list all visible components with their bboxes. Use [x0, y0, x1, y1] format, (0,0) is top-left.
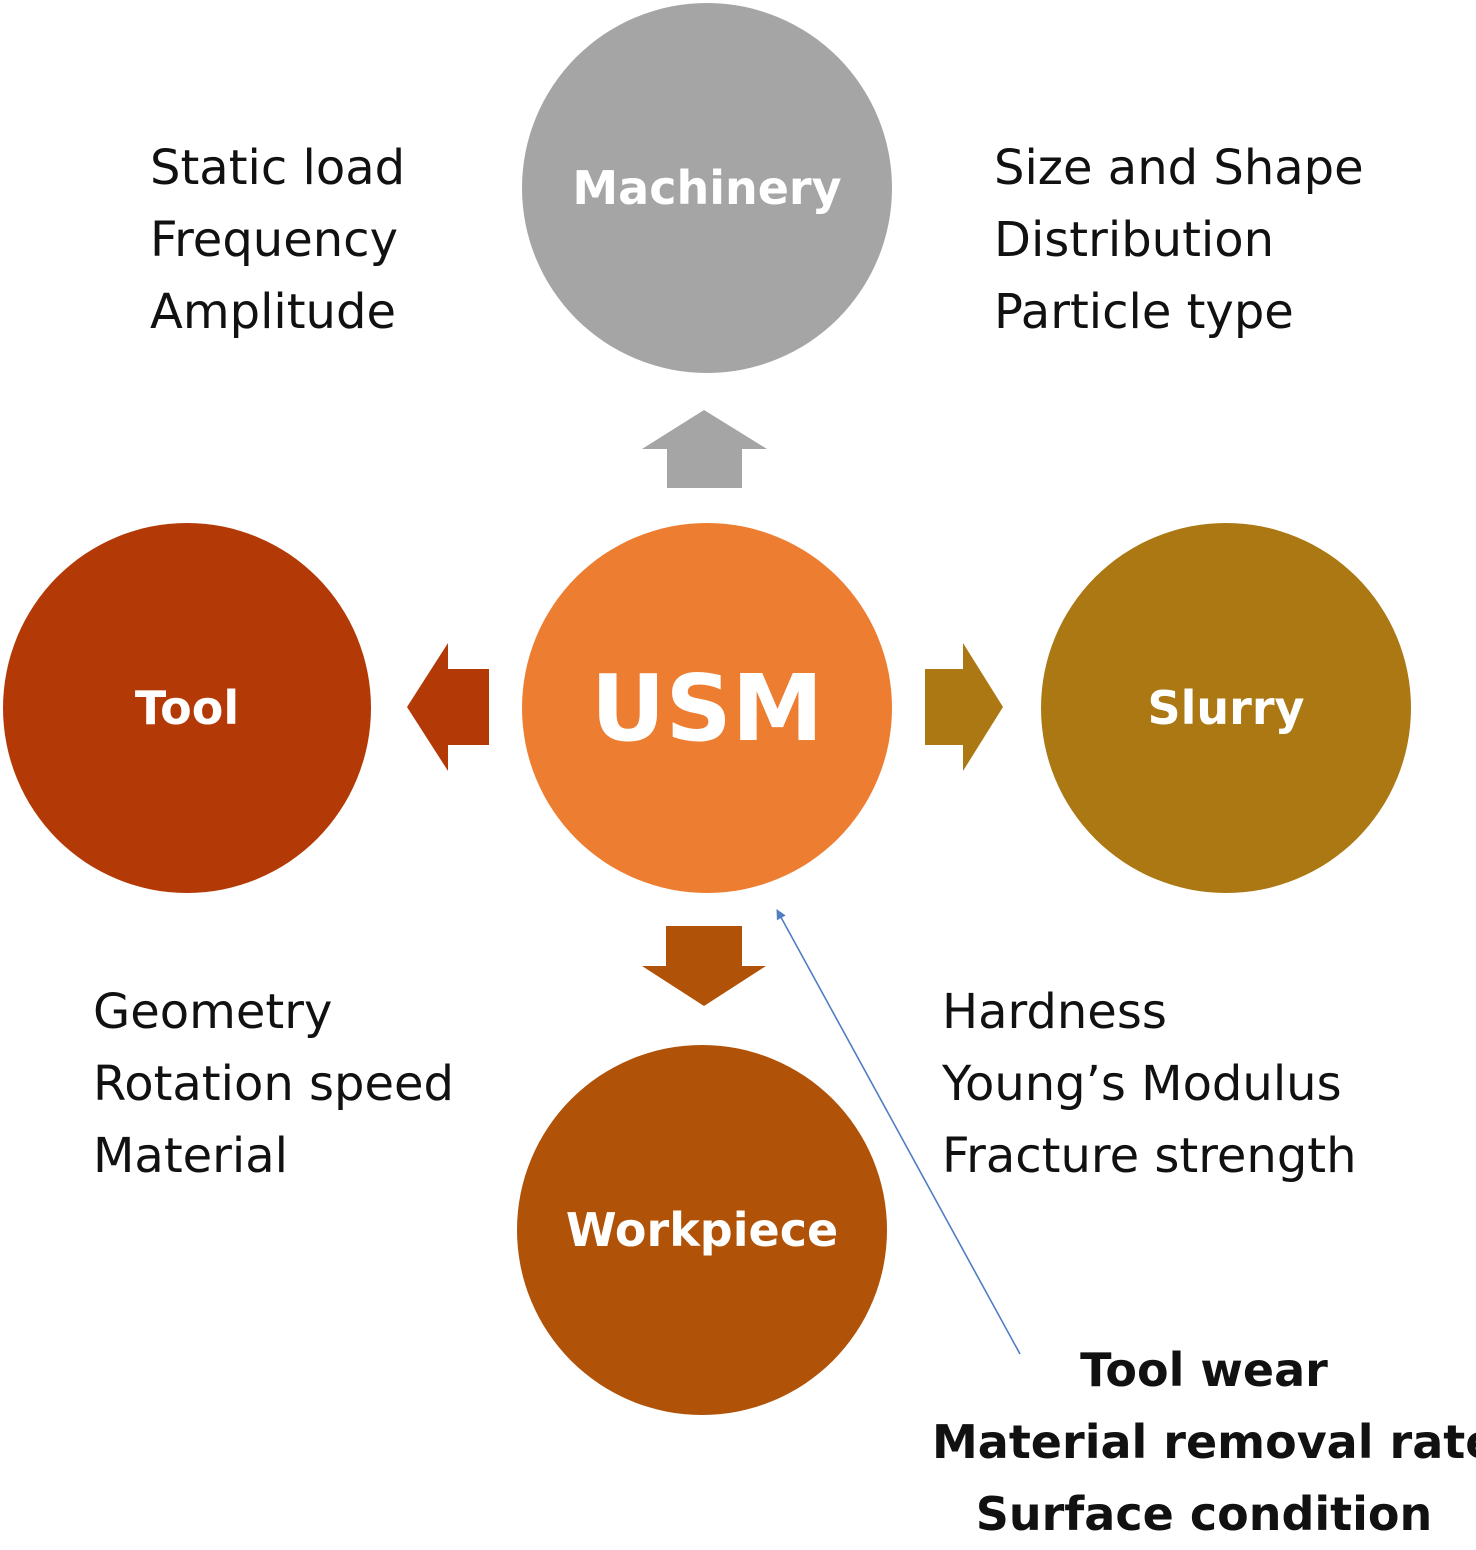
arrow-down-to-workpiece [642, 926, 766, 1006]
machinery-label: Machinery [572, 161, 842, 215]
slurry-node: Slurry [1041, 523, 1411, 893]
arrow-left-to-tool [407, 643, 489, 771]
workpiece-factors: Hardness Young’s Modulus Fracture streng… [942, 976, 1357, 1192]
tool-factor: Geometry [93, 984, 333, 1040]
slurry-label: Slurry [1147, 681, 1305, 735]
slurry-factor: Size and Shape [994, 140, 1364, 196]
machinery-factors: Static load Frequency Amplitude [150, 132, 405, 348]
workpiece-factor: Hardness [942, 984, 1167, 1040]
workpiece-node: Workpiece [517, 1045, 887, 1415]
tool-factors: Geometry Rotation speed Material [93, 976, 454, 1192]
machinery-factor: Amplitude [150, 284, 396, 340]
slurry-factor: Distribution [994, 212, 1275, 268]
machinery-node: Machinery [522, 3, 892, 373]
output-item: Surface condition [975, 1487, 1433, 1541]
output-item: Material removal rate [932, 1415, 1476, 1469]
workpiece-label: Workpiece [565, 1203, 839, 1257]
output-list: Tool wear Material removal rate Surface … [932, 1334, 1476, 1550]
machinery-factor: Frequency [150, 212, 398, 268]
tool-label: Tool [134, 681, 240, 735]
arrow-right-to-slurry [925, 643, 1003, 771]
workpiece-factor: Young’s Modulus [942, 1056, 1342, 1112]
output-item: Tool wear [1080, 1343, 1328, 1397]
tool-node: Tool [3, 523, 371, 893]
tool-factor: Rotation speed [93, 1056, 455, 1112]
machinery-factor: Static load [150, 140, 406, 196]
usm-center-node: USM [522, 523, 892, 893]
usm-label: USM [590, 654, 824, 762]
slurry-factors: Size and Shape Distribution Particle typ… [994, 132, 1364, 348]
arrow-up-to-machinery [642, 410, 767, 488]
workpiece-factor: Fracture strength [942, 1128, 1357, 1184]
tool-factor: Material [93, 1128, 288, 1184]
slurry-factor: Particle type [994, 284, 1294, 340]
